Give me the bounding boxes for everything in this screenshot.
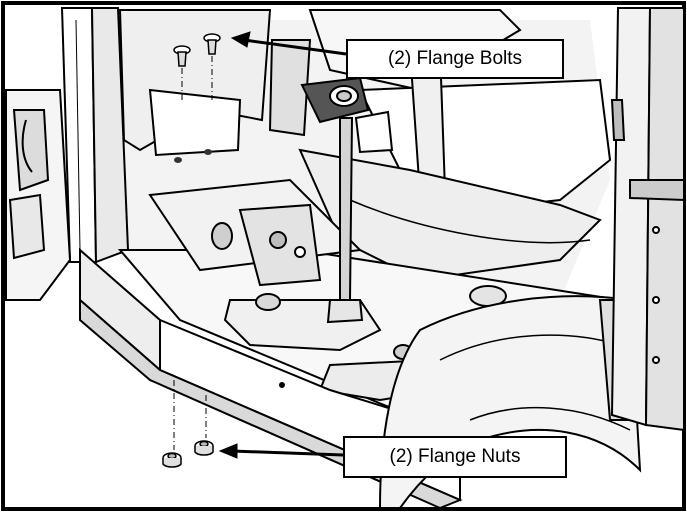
flange-bolts-label: (2) Flange Bolts [387,48,523,69]
flange-bolt-icon [173,45,191,67]
flange-nuts-callout: (2) Flange Nuts [343,436,567,478]
flange-nut-icon [194,440,214,456]
left-pillar [60,7,130,264]
right-pillar [610,7,685,432]
bolt-hole [174,157,182,163]
flange-bolts-callout: (2) Flange Bolts [346,39,564,79]
bolts-arrow [230,31,347,56]
seat-mount [298,49,612,282]
shift-lever [300,76,394,324]
flange-nuts-label: (2) Flange Nuts [389,446,521,467]
left-body-panel [5,89,72,301]
nuts-arrow [218,443,344,459]
flange-nut-icon [162,452,182,468]
flange-bolt-icon [203,33,221,55]
bolt-hole [204,149,212,155]
